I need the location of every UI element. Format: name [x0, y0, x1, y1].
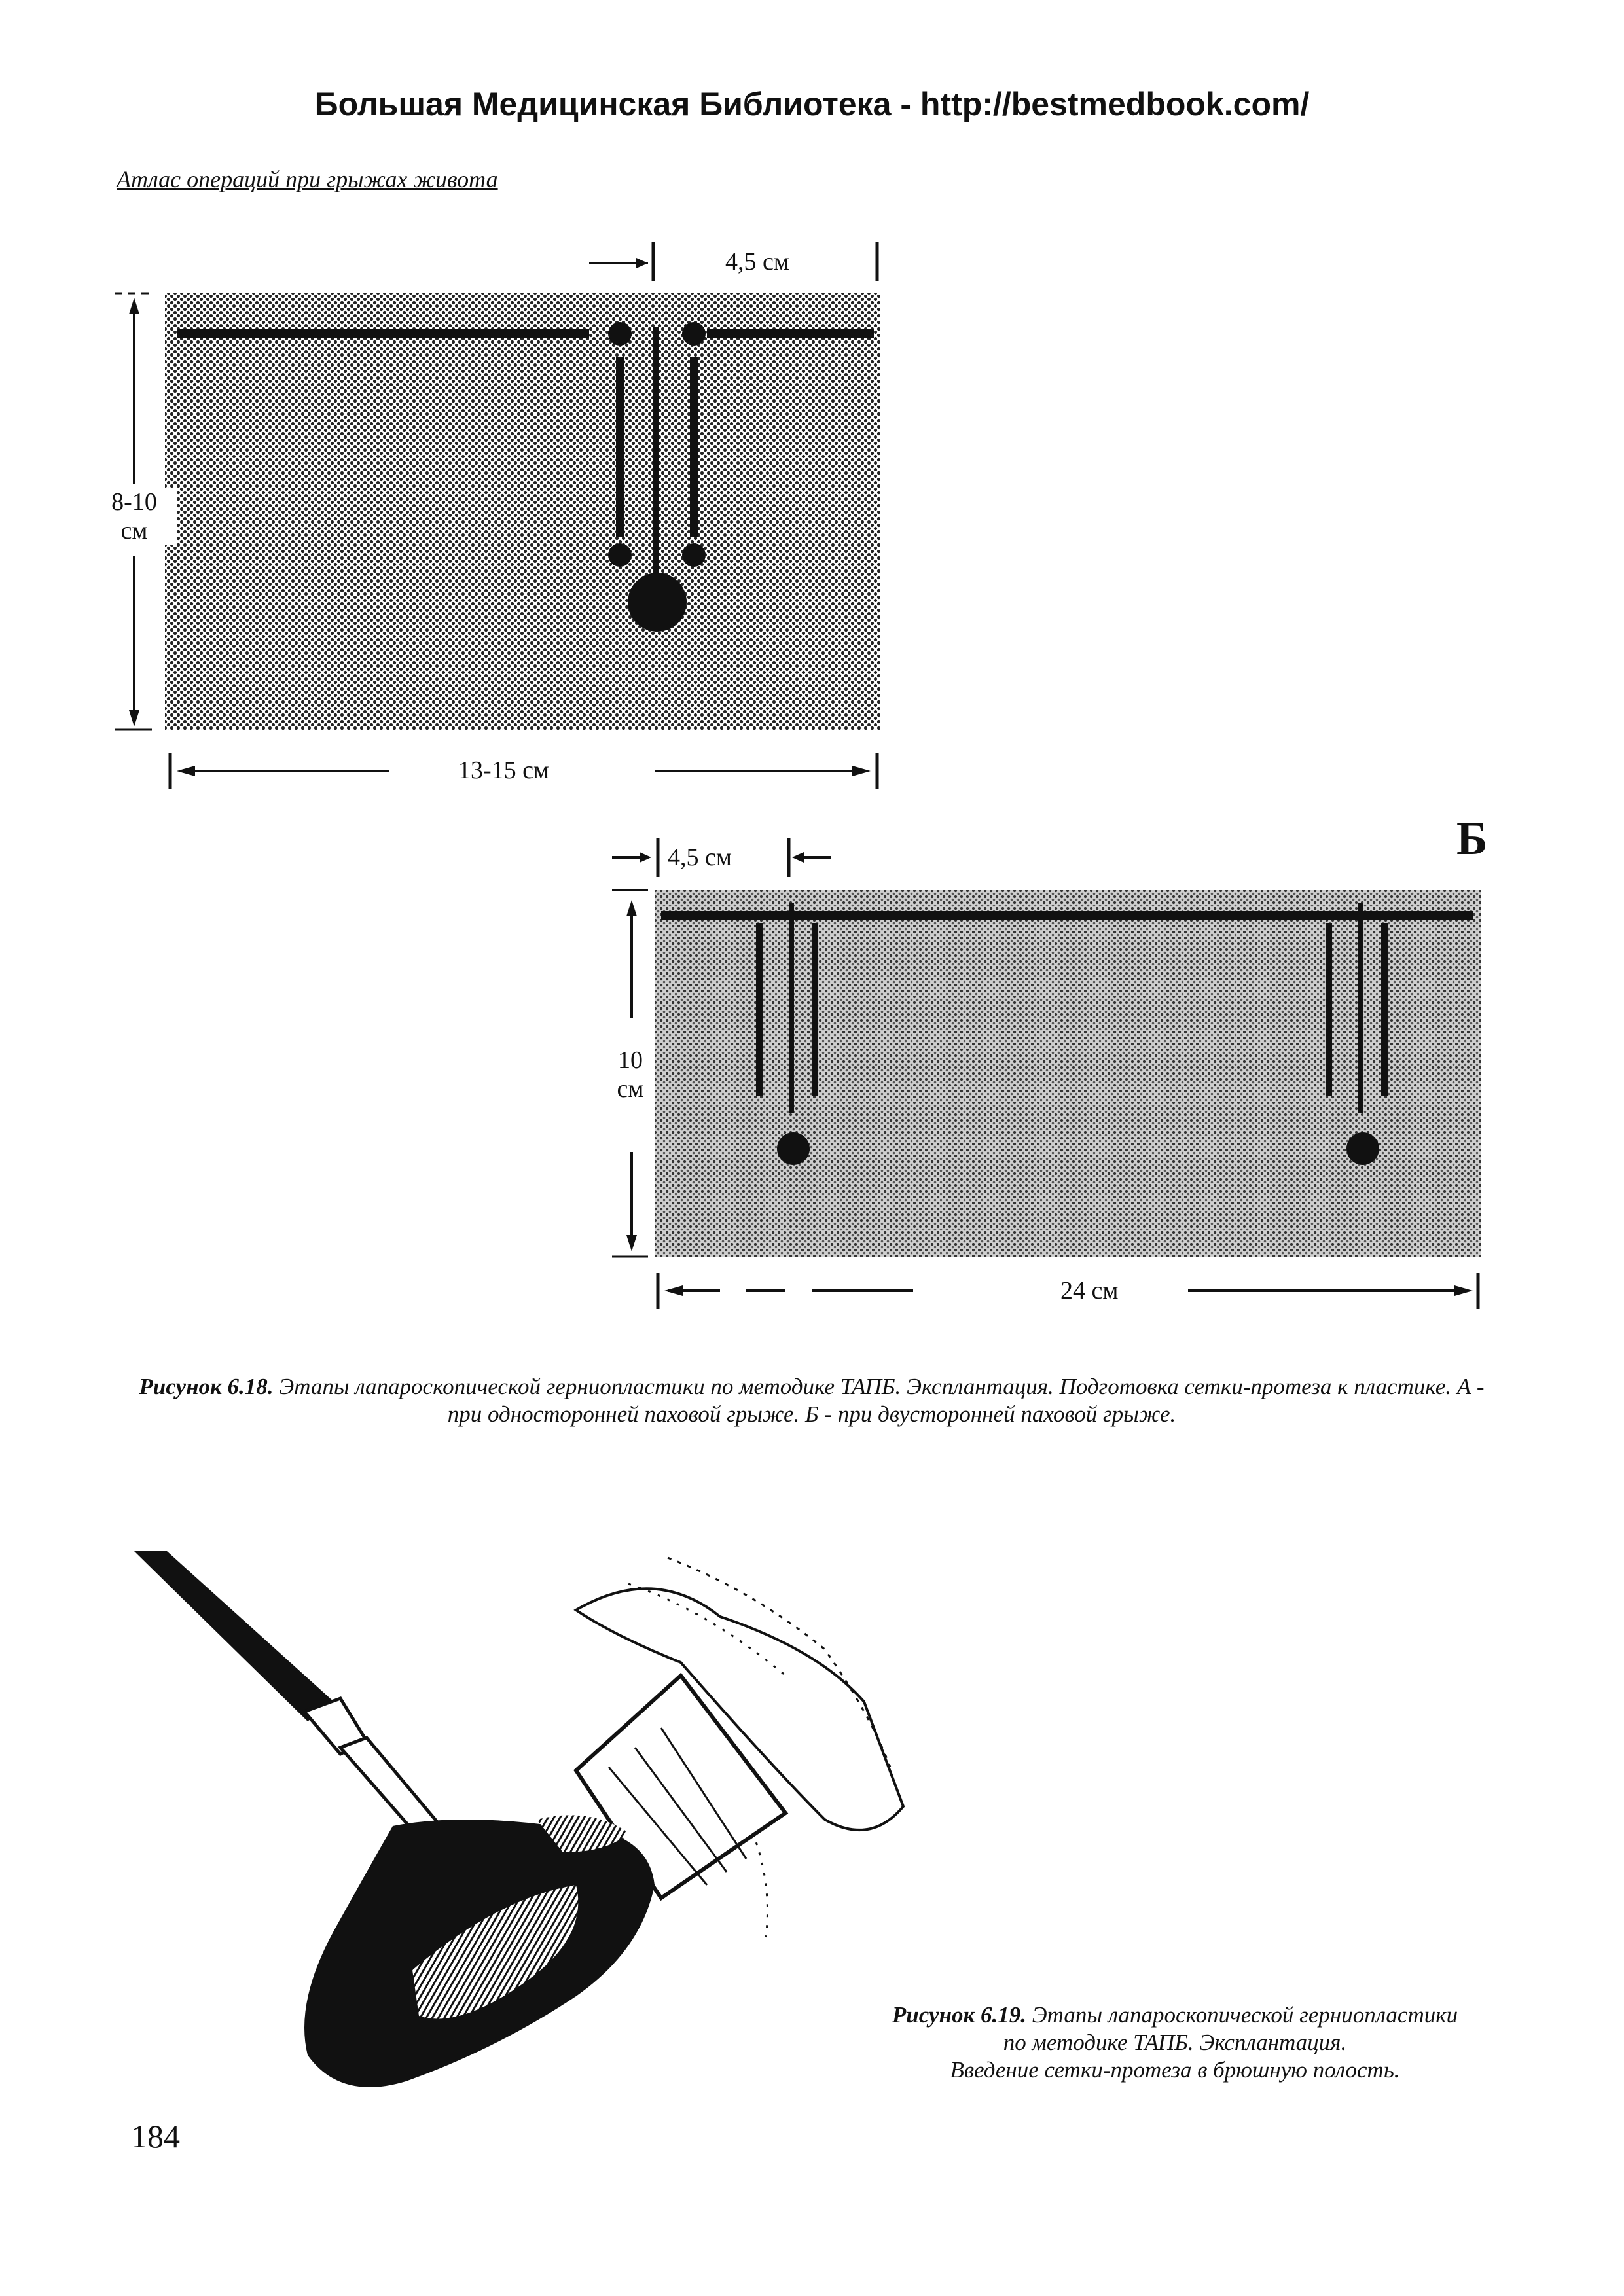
panel-b-top-width-label: 4,5 см — [668, 844, 732, 871]
panel-a-height-value: 8-10 — [111, 488, 157, 516]
mesh-a-slit-right — [690, 357, 698, 537]
mesh-a-dot — [608, 543, 632, 567]
figure-6-19-caption-number: Рисунок 6.19. — [892, 2002, 1026, 2028]
panel-b-height-value: 10 — [618, 1047, 643, 1074]
mesh-b-hole — [1346, 1132, 1379, 1165]
mesh-a-cut-line-right — [707, 329, 874, 338]
mesh-a-dot — [608, 322, 632, 346]
page-number: 184 — [131, 2118, 180, 2155]
mesh-b-slit — [1326, 923, 1332, 1096]
figure-6-19-caption-line1: Этапы лапароскопической герниопластики — [1032, 2002, 1458, 2028]
panel-a-top-width-label: 4,5 см — [725, 248, 789, 276]
mesh-b-slit — [812, 923, 818, 1096]
mesh-a — [165, 293, 880, 730]
figure-6-18-caption: Рисунок 6.18. Этапы лапароскопической ге… — [137, 1373, 1486, 1428]
panel-a-width-label: 13-15 см — [458, 757, 550, 784]
panel-b-width-label: 24 см — [1060, 1277, 1119, 1304]
figure-6-18-caption-text: Этапы лапароскопической герниопластики п… — [279, 1374, 1485, 1427]
panel-b-height-unit: см — [617, 1075, 644, 1103]
figure-6-19-illustration — [134, 1551, 905, 2087]
mesh-a-dot — [682, 322, 706, 346]
panel-a — [115, 242, 880, 789]
mesh-b-slit — [1381, 923, 1388, 1096]
mesh-b-slit — [789, 903, 794, 1113]
mesh-b-cut-line — [661, 911, 1473, 920]
mesh-b-slit — [1358, 903, 1363, 1113]
abdominal-wall — [573, 1587, 905, 1831]
mesh-a-slit-left — [616, 357, 624, 537]
instrument-shaft — [134, 1551, 334, 1721]
panel-b — [612, 838, 1481, 1309]
mesh-b-slit — [756, 923, 763, 1096]
figure-6-18-caption-number: Рисунок 6.18. — [139, 1374, 274, 1399]
mesh-a-cut-line-left — [177, 329, 589, 338]
panel-a-height-unit: см — [120, 517, 148, 545]
mesh-a-slit-center — [653, 327, 659, 576]
panel-b-height-label: 10 см — [607, 1046, 653, 1103]
panel-b-letter: Б — [1456, 812, 1488, 865]
site-header: Большая Медицинская Библиотека - http://… — [314, 86, 1310, 122]
mesh-b — [655, 890, 1481, 1257]
mesh-b-hole — [777, 1132, 810, 1165]
figure-6-19-caption-line3: Введение сетки-протеза в брюшную полость… — [950, 2057, 1400, 2083]
mesh-a-dot — [682, 543, 706, 567]
mesh-a-hole — [628, 573, 687, 632]
figure-6-19-caption: Рисунок 6.19. Этапы лапароскопической ге… — [864, 2001, 1486, 2084]
running-title: Атлас операций при грыжах живота — [117, 166, 498, 192]
panel-a-height-label: 8-10 см — [92, 488, 177, 545]
figure-6-19-caption-line2: по методике ТАПБ. Эксплантация. — [1003, 2030, 1347, 2055]
